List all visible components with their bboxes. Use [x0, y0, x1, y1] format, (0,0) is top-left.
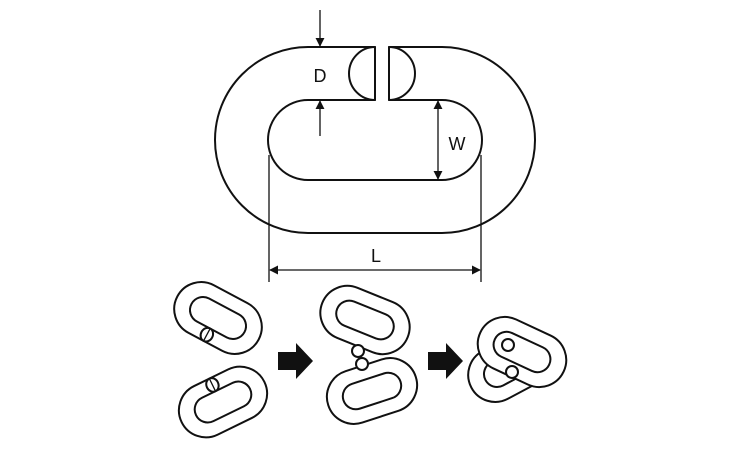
joint-lower [505, 365, 519, 379]
label-l: L [371, 246, 381, 266]
c-link-outline [214, 46, 536, 234]
small-link-lower [168, 356, 278, 448]
cut-face-left [348, 46, 376, 101]
joint-upper [351, 344, 365, 358]
main-c-link: D W L [214, 10, 536, 282]
joint-upper [501, 338, 515, 352]
small-link-upper [163, 271, 273, 365]
step-arrow-1 [278, 343, 313, 379]
cut-face-right [388, 46, 416, 101]
step-arrow-2 [428, 343, 463, 379]
step-joining-links [311, 276, 426, 432]
small-link-bottom [318, 350, 426, 432]
small-link-top [311, 276, 419, 364]
label-d: D [314, 66, 327, 86]
label-w: W [449, 134, 466, 154]
step-separate-links [163, 271, 278, 448]
joint-lower [355, 357, 369, 371]
step-joined-links [457, 307, 577, 413]
